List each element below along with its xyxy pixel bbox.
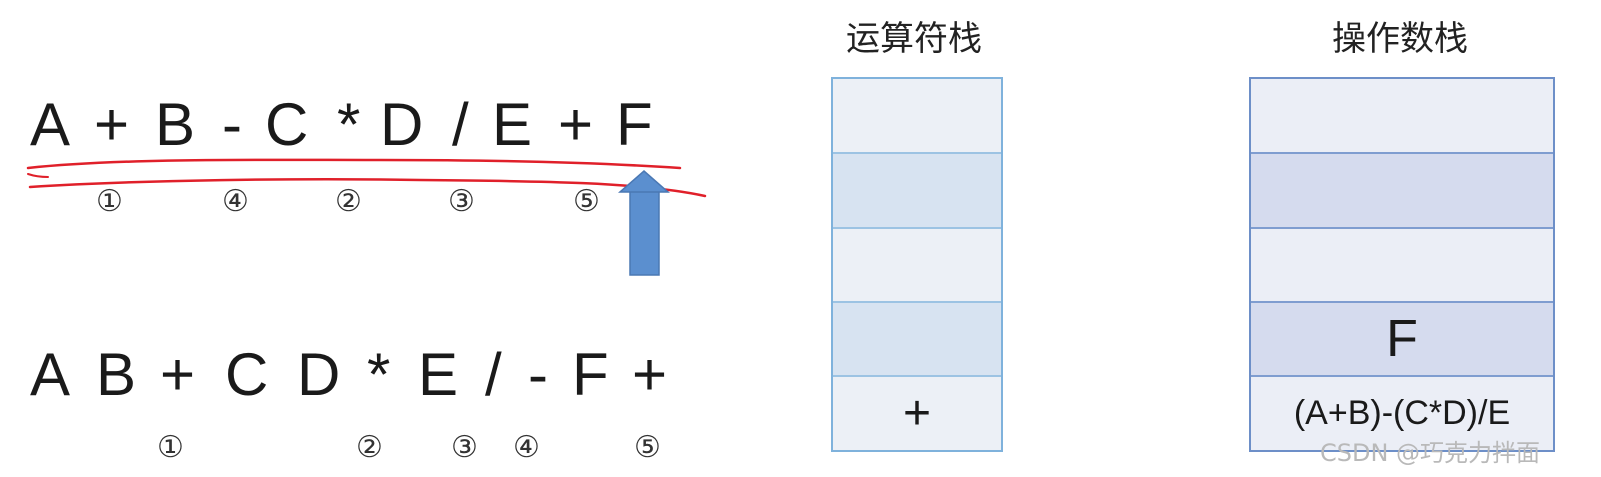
postfix-token: / [485,341,502,408]
stack-cell [833,227,1001,301]
operator-stack-title: 运算符栈 [846,19,982,59]
postfix-token: D [297,341,341,408]
order-mark: ③ [451,430,478,465]
red-underline-tail [27,173,49,178]
postfix-token: A [30,341,71,408]
order-mark: ① [96,184,123,219]
order-mark: ③ [448,184,475,219]
infix-token: / [452,91,469,158]
infix-token: A [30,91,71,158]
stack-cell [1251,227,1553,301]
order-mark: ④ [513,430,540,465]
order-mark: ② [335,184,362,219]
stack-cell: (A+B)-(C*D)/E [1251,375,1553,450]
infix-token: B [155,91,196,158]
infix-token: - [222,91,242,158]
infix-token: F [616,91,653,158]
order-mark: ① [157,430,184,465]
order-mark: ④ [222,184,249,219]
stack-cell: + [833,375,1001,450]
infix-token: + [558,91,594,158]
postfix-token: * [367,341,391,408]
stack-cell-value: (A+B)-(C*D)/E [1293,394,1511,432]
stack-cell-value: F [1386,310,1418,368]
stack-cell [833,79,1001,152]
stack-cell [833,301,1001,375]
postfix-token: - [528,341,548,408]
operand-stack: F (A+B)-(C*D)/E [1249,77,1555,452]
red-underline-top [26,158,682,170]
postfix-token: E [418,341,459,408]
stack-cell [833,152,1001,227]
stack-cell [1251,79,1553,152]
operand-stack-title: 操作数栈 [1332,19,1468,59]
order-mark: ⑤ [573,184,600,219]
pointer-arrow-icon [618,170,670,276]
stack-cell [1251,152,1553,227]
postfix-token: B [96,341,137,408]
operator-stack: + [831,77,1003,452]
stack-cell: F [1251,301,1553,375]
postfix-token: C [225,341,269,408]
postfix-token: + [632,341,668,408]
order-mark: ⑤ [634,430,661,465]
infix-token: * [337,91,361,158]
postfix-token: F [572,341,609,408]
order-mark: ② [356,430,383,465]
infix-token: C [265,91,309,158]
stack-cell-value: + [902,387,932,440]
infix-token: + [94,91,130,158]
infix-token: D [380,91,424,158]
red-underline-bottom [28,178,707,198]
postfix-token: + [160,341,196,408]
infix-token: E [492,91,533,158]
watermark: CSDN @巧克力拌面 [1320,439,1541,467]
